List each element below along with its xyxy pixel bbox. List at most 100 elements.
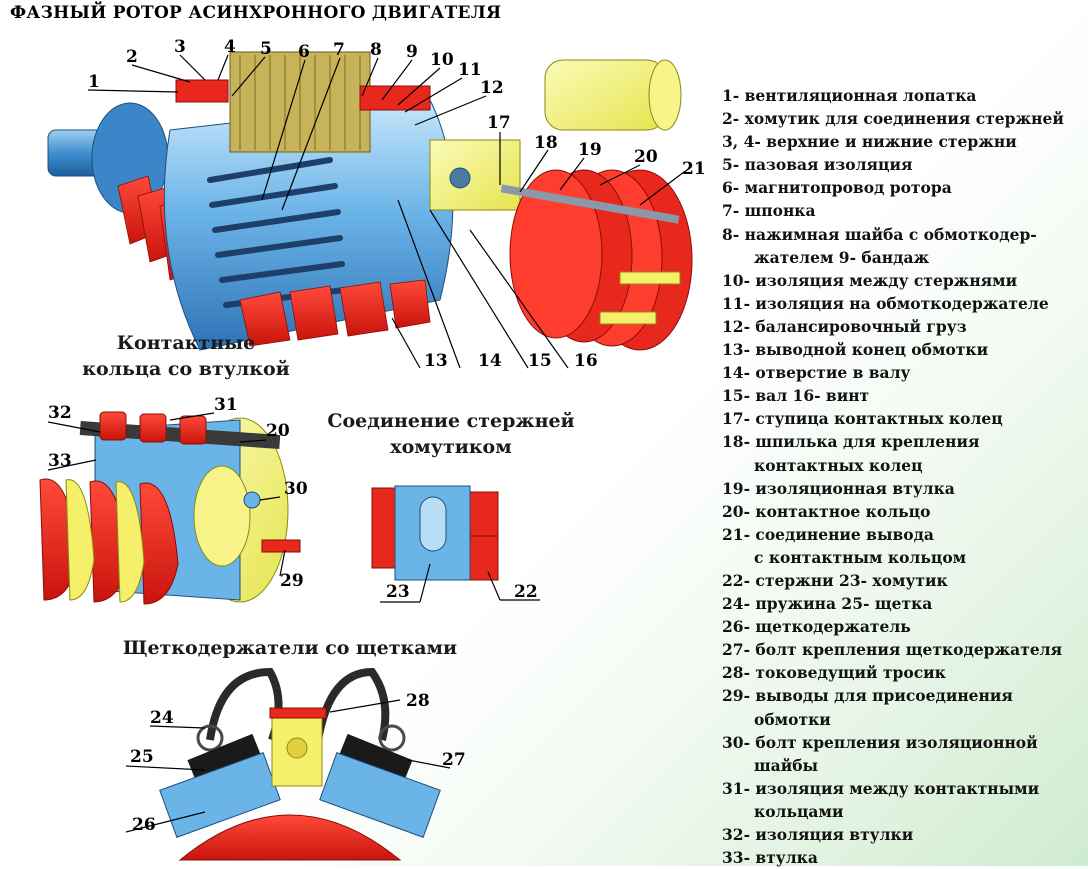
legend-item: 8- нажимная шайба с обмоткодер- — [722, 224, 1037, 244]
section-title-slip-rings-line-2: кольца со втулкой — [82, 358, 290, 380]
legend-item: 19- изоляционная втулка — [722, 478, 955, 498]
main-leaders — [87, 54, 685, 369]
bar-clamp-assembly — [371, 485, 499, 581]
callout-27: 27 — [442, 750, 466, 770]
legend-item: 27- болт крепления щеткодержателя — [722, 640, 1063, 660]
slip-ring-hub — [429, 139, 521, 211]
callout-9: 9 — [406, 42, 418, 62]
callout-20-rings: 20 — [266, 421, 290, 441]
callout-32: 32 — [48, 403, 72, 423]
legend-item: 29- выводы для присоединения — [722, 686, 1013, 706]
legend-item: 21- соединение вывода — [722, 524, 934, 544]
section-title-slip-rings: Контактные кольца со втулкой — [36, 330, 336, 382]
insulating-sleeve — [544, 59, 666, 131]
legend-item: 2- хомутик для соединения стержней — [722, 109, 1064, 129]
legend-item: 6- магнитопровод ротора — [722, 178, 952, 198]
legend-item: с контактным кольцом — [754, 547, 967, 567]
callout-7: 7 — [333, 40, 345, 60]
brush-leaders — [125, 699, 451, 833]
lead-bolt-2 — [599, 311, 657, 325]
section-title-bar-clamp-line-2: хомутиком — [390, 436, 512, 458]
section-title-bar-clamp: Соединение стержней хомутиком — [316, 408, 586, 460]
bar-clamp-top — [175, 79, 229, 103]
callout-2: 2 — [126, 47, 138, 67]
rotor-diagram: 1 2 3 4 5 6 7 8 9 10 11 12 13 14 15 16 1… — [39, 37, 706, 861]
legend-item: 7- шпонка — [722, 201, 816, 221]
legend-item: 13- выводной конец обмотки — [722, 340, 989, 360]
callout-11: 11 — [458, 60, 482, 80]
callout-5: 5 — [260, 39, 272, 59]
legend-item: 17- ступица контактных колец — [722, 409, 1003, 429]
section-title-brush-holders-line-1: Щеткодержатели со щетками — [122, 637, 458, 659]
legend-item: 12- балансировочный груз — [722, 316, 967, 336]
brush-holder-right — [319, 752, 441, 838]
callout-22: 22 — [514, 582, 538, 602]
spring-right — [378, 724, 406, 752]
upper-bars-top — [359, 85, 431, 111]
callout-23: 23 — [386, 582, 410, 602]
slip-ring-arc — [178, 814, 402, 861]
legend-item: 31- изоляция между контактными — [722, 778, 1040, 798]
legend-item: 28- токоведущий тросик — [722, 663, 946, 683]
legend-item: жателем 9- бандаж — [754, 247, 930, 267]
callout-1: 1 — [88, 72, 100, 92]
rotor-assembly — [47, 51, 693, 351]
callout-12: 12 — [480, 78, 504, 98]
legend-item: шайбы — [754, 755, 819, 775]
callout-6: 6 — [298, 42, 310, 62]
holder-bolt-head — [269, 707, 327, 719]
legend-item: 15- вал 16- винт — [722, 386, 870, 406]
current-lead-right — [314, 667, 390, 741]
section-title-bar-clamp-line-1: Соединение стержней — [327, 410, 575, 432]
callout-26: 26 — [132, 815, 156, 835]
legend-item: 18- шпилька для крепления — [722, 432, 980, 452]
section-title-brush-holders: Щеткодержатели со щетками — [100, 635, 480, 661]
sleeve-disc-front — [193, 465, 251, 567]
sleeve-yellow-discs — [65, 479, 145, 603]
legend-item: 30- болт крепления изоляционной — [722, 732, 1038, 752]
callout-13: 13 — [424, 351, 448, 371]
hub-hole — [449, 167, 471, 189]
callout-28: 28 — [406, 691, 430, 711]
callout-14: 14 — [478, 351, 502, 371]
slip-ring-leaders — [47, 412, 286, 577]
legend-item: 14- отверстие в валу — [722, 363, 911, 383]
legend-item: 24- пружина 25- щетка — [722, 594, 933, 614]
callout-10: 10 — [430, 50, 454, 70]
callout-4: 4 — [224, 37, 236, 57]
brush-callouts: 24 28 25 27 26 — [130, 691, 466, 835]
callout-15: 15 — [528, 351, 552, 371]
legend-item: кольцами — [754, 801, 844, 821]
bar-clamp-leaders — [380, 563, 540, 603]
slip-ring-callouts: 32 31 20 33 30 29 — [48, 395, 308, 591]
lead-bolt-1 — [619, 271, 681, 285]
callout-24: 24 — [150, 708, 174, 728]
callout-33: 33 — [48, 451, 72, 471]
callout-17: 17 — [487, 113, 511, 133]
legend-item: 20- контактное кольцо — [722, 501, 931, 521]
callout-8: 8 — [370, 40, 382, 60]
legend-item: 22- стержни 23- хомутик — [722, 570, 948, 590]
main-callouts: 1 2 3 4 5 6 7 8 9 10 11 12 13 14 15 16 1… — [88, 37, 706, 371]
legend-item: контактных колец — [754, 455, 923, 475]
brush-holder-assembly — [159, 667, 441, 861]
slip-rings-main — [509, 169, 693, 351]
insulating-washer-bolt — [243, 491, 261, 509]
legend-item: 33- втулка — [722, 848, 818, 868]
legend-item: 3, 4- верхние и нижние стержни — [722, 132, 1017, 152]
bar-clamp-callouts: 23 22 — [386, 582, 538, 602]
spring-left — [196, 724, 224, 752]
section-title-slip-rings-line-1: Контактные — [116, 332, 256, 354]
clamp-slot — [419, 496, 447, 552]
slip-ring-assembly — [39, 411, 301, 605]
legend-item: 26- щеткодержатель — [722, 617, 911, 637]
holder-bolt — [286, 737, 308, 759]
parts-legend: 1- вентиляционная лопатка 2- хомутик для… — [722, 84, 1088, 869]
callout-16: 16 — [574, 351, 598, 371]
core-laminations — [239, 55, 361, 150]
ventilation-blades-bottom — [239, 279, 431, 347]
legend-item: 10- изоляция между стержнями — [722, 270, 1018, 290]
callout-21: 21 — [682, 159, 706, 179]
legend-item: 11- изоляция на обмоткодержателе — [722, 293, 1049, 313]
callout-3: 3 — [174, 37, 186, 57]
